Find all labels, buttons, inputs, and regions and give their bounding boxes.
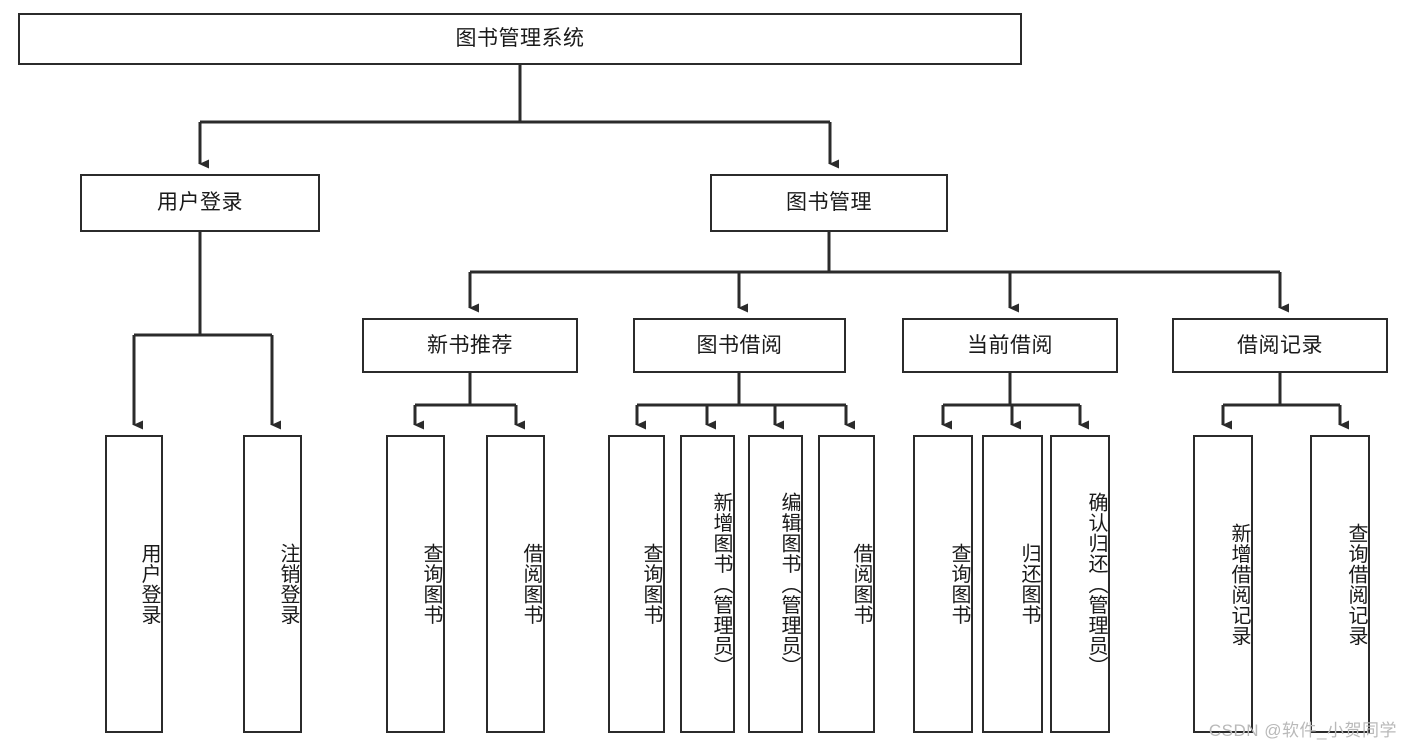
leaf-add-book[interactable]: 新增图书（管理员） bbox=[680, 435, 735, 733]
node-root[interactable]: 图书管理系统 bbox=[18, 13, 1022, 65]
node-book-manage-label: 图书管理 bbox=[786, 191, 872, 215]
node-root-label: 图书管理系统 bbox=[455, 27, 585, 51]
leaf-query-book-current[interactable]: 查询图书 bbox=[913, 435, 973, 733]
leaf-return-book[interactable]: 归还图书 bbox=[982, 435, 1043, 733]
leaf-add-borrow-record-label: 新增借阅记录 bbox=[1228, 522, 1250, 646]
leaf-user-login-label: 用户登录 bbox=[138, 543, 160, 625]
leaf-borrow-book-label: 借阅图书 bbox=[850, 543, 872, 625]
leaf-query-book-current-label: 查询图书 bbox=[948, 543, 970, 625]
leaf-query-book-recommend[interactable]: 查询图书 bbox=[386, 435, 445, 733]
node-borrow-record[interactable]: 借阅记录 bbox=[1172, 318, 1388, 373]
node-new-book-recommend-label: 新书推荐 bbox=[427, 333, 513, 357]
node-book-borrow[interactable]: 图书借阅 bbox=[633, 318, 846, 373]
node-borrow-record-label: 借阅记录 bbox=[1237, 333, 1323, 357]
leaf-edit-book-label: 编辑图书（管理员） bbox=[778, 491, 800, 677]
leaf-add-borrow-record[interactable]: 新增借阅记录 bbox=[1193, 435, 1253, 733]
leaf-edit-book[interactable]: 编辑图书（管理员） bbox=[748, 435, 803, 733]
leaf-borrow-book-recommend[interactable]: 借阅图书 bbox=[486, 435, 545, 733]
leaf-borrow-book[interactable]: 借阅图书 bbox=[818, 435, 875, 733]
node-current-borrow-label: 当前借阅 bbox=[967, 333, 1053, 357]
leaf-add-book-label: 新增图书（管理员） bbox=[710, 491, 732, 677]
leaf-confirm-return[interactable]: 确认归还（管理员） bbox=[1050, 435, 1110, 733]
leaf-user-login[interactable]: 用户登录 bbox=[105, 435, 163, 733]
node-new-book-recommend[interactable]: 新书推荐 bbox=[362, 318, 578, 373]
leaf-logout-label: 注销登录 bbox=[277, 543, 299, 625]
leaf-query-book-borrow-label: 查询图书 bbox=[640, 543, 662, 625]
leaf-query-borrow-record[interactable]: 查询借阅记录 bbox=[1310, 435, 1370, 733]
leaf-query-book-borrow[interactable]: 查询图书 bbox=[608, 435, 665, 733]
node-user-login-label: 用户登录 bbox=[157, 191, 243, 215]
node-user-login[interactable]: 用户登录 bbox=[80, 174, 320, 232]
node-current-borrow[interactable]: 当前借阅 bbox=[902, 318, 1118, 373]
leaf-return-book-label: 归还图书 bbox=[1018, 543, 1040, 625]
leaf-query-borrow-record-label: 查询借阅记录 bbox=[1345, 522, 1367, 646]
node-book-borrow-label: 图书借阅 bbox=[696, 333, 783, 357]
node-book-manage[interactable]: 图书管理 bbox=[710, 174, 948, 232]
leaf-borrow-book-recommend-label: 借阅图书 bbox=[520, 543, 542, 625]
leaf-confirm-return-label: 确认归还（管理员） bbox=[1085, 491, 1107, 677]
leaf-logout[interactable]: 注销登录 bbox=[243, 435, 302, 733]
leaf-query-book-recommend-label: 查询图书 bbox=[420, 543, 442, 625]
